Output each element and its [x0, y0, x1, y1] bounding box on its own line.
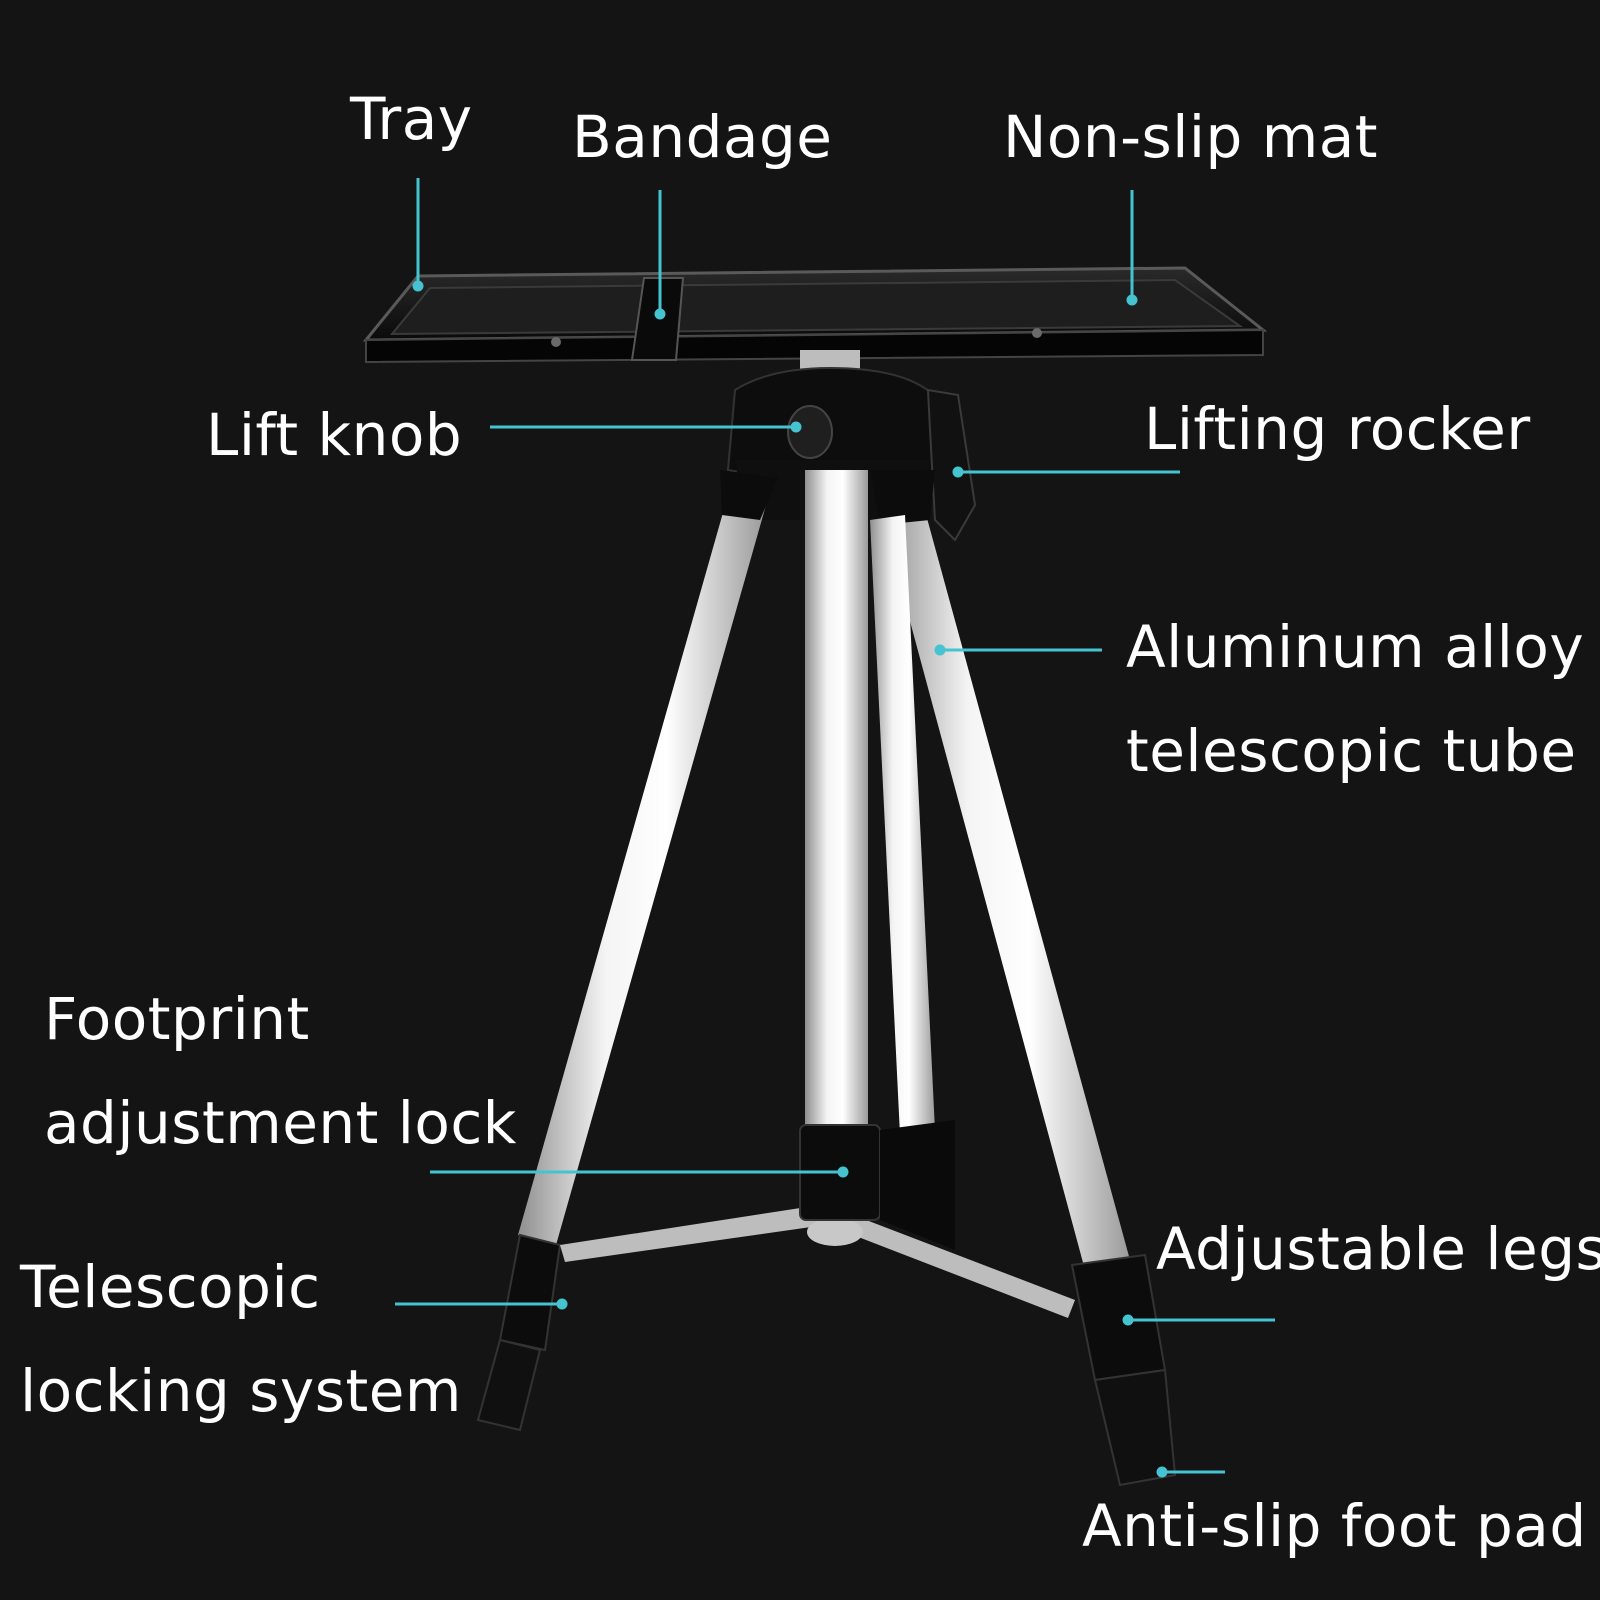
left-leg: [476, 470, 778, 1432]
tray: [362, 266, 1268, 364]
label-tray: Tray: [350, 85, 473, 153]
label-footprint-lock-line1: Footprint: [44, 985, 310, 1053]
label-telescopic-lock-line1: Telescopic: [20, 1253, 321, 1321]
label-footprint-lock-line2: adjustment lock: [44, 1089, 517, 1157]
label-bandage: Bandage: [572, 103, 833, 171]
label-lift-knob: Lift knob: [206, 401, 463, 469]
label-adjustable-legs: Adjustable legs: [1156, 1215, 1600, 1283]
label-aluminum-tube-line2: telescopic tube: [1126, 717, 1577, 785]
spreader-braces: [560, 1205, 1075, 1318]
back-leg: [870, 515, 935, 1135]
footprint-lock: [799, 1120, 955, 1250]
right-leg: [870, 470, 1177, 1487]
label-telescopic-lock-line2: locking system: [20, 1357, 462, 1425]
label-anti-slip-pad: Anti-slip foot pad: [1082, 1492, 1587, 1560]
label-lifting-rocker: Lifting rocker: [1144, 395, 1531, 463]
label-non-slip-mat: Non-slip mat: [1003, 103, 1379, 171]
bandage-strap: [630, 277, 685, 361]
leader-lines: [395, 178, 1275, 1478]
label-aluminum-tube-line1: Aluminum alloy: [1126, 613, 1585, 681]
center-column: [805, 470, 868, 1160]
